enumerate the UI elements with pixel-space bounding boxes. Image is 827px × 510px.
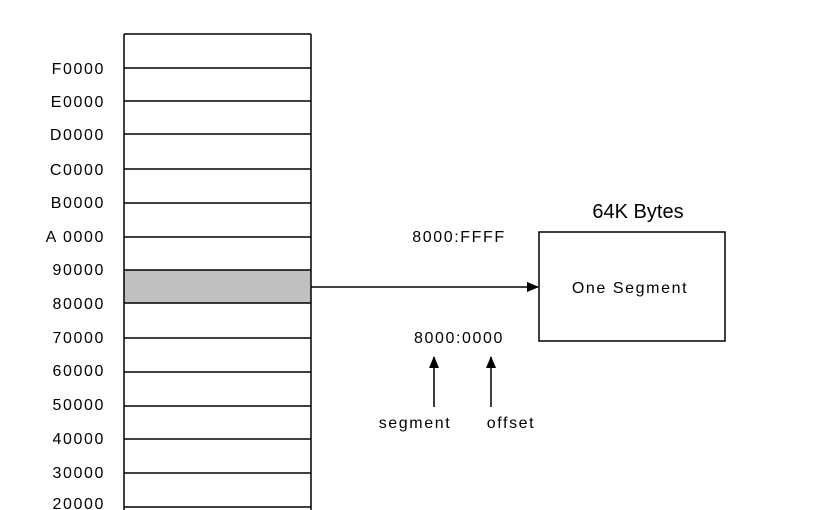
address-label: 40000 xyxy=(53,431,106,448)
segment-box-frame xyxy=(538,231,726,342)
address-label: A 0000 xyxy=(46,229,105,246)
address-label: B0000 xyxy=(51,195,105,212)
address-label: D0000 xyxy=(50,127,105,144)
segment-size-title: 64K Bytes xyxy=(592,201,683,223)
address-label: 70000 xyxy=(53,330,106,347)
memory-row-a0000: A 0000 xyxy=(46,229,311,246)
address-label: 50000 xyxy=(53,397,106,414)
segment-box: 64K Bytes One Segment xyxy=(538,201,726,342)
segment-end-address: 8000:FFFF xyxy=(412,229,506,246)
address-label: 30000 xyxy=(53,465,106,482)
address-label: 20000 xyxy=(53,496,106,510)
segment-annotation-label: segment xyxy=(379,415,452,432)
memory-row-60000: 60000 xyxy=(53,363,311,380)
offset-annotation-label: offset xyxy=(487,415,535,432)
address-label: C0000 xyxy=(50,162,105,179)
memory-row-40000: 40000 xyxy=(53,431,311,448)
address-label: 60000 xyxy=(53,363,106,380)
memory-row-f0000: F0000 xyxy=(52,61,311,78)
memory-row-70000: 70000 xyxy=(53,330,311,347)
address-label: 80000 xyxy=(53,296,106,313)
highlighted-segment-region xyxy=(124,270,311,303)
memory-row-e0000: E0000 xyxy=(51,94,311,111)
memory-row-b0000: B0000 xyxy=(51,195,311,212)
address-label: F0000 xyxy=(52,61,105,78)
memory-row-20000: 20000 xyxy=(53,496,311,510)
memory-row-30000: 30000 xyxy=(53,465,311,482)
memory-row-80000: 80000 xyxy=(53,296,311,313)
address-label: E0000 xyxy=(51,94,105,111)
memory-row-90000: 90000 xyxy=(53,262,311,279)
memory-row-50000: 50000 xyxy=(53,397,311,414)
memory-column: F0000 E0000 D0000 C0000 B0000 A 0000 900… xyxy=(46,33,312,510)
memory-row-d0000: D0000 xyxy=(50,127,311,144)
memory-row-c0000: C0000 xyxy=(50,162,311,179)
segment-box-label: One Segment xyxy=(572,280,688,297)
segment-start-address: 8000:0000 xyxy=(414,330,504,347)
address-label: 90000 xyxy=(53,262,106,279)
